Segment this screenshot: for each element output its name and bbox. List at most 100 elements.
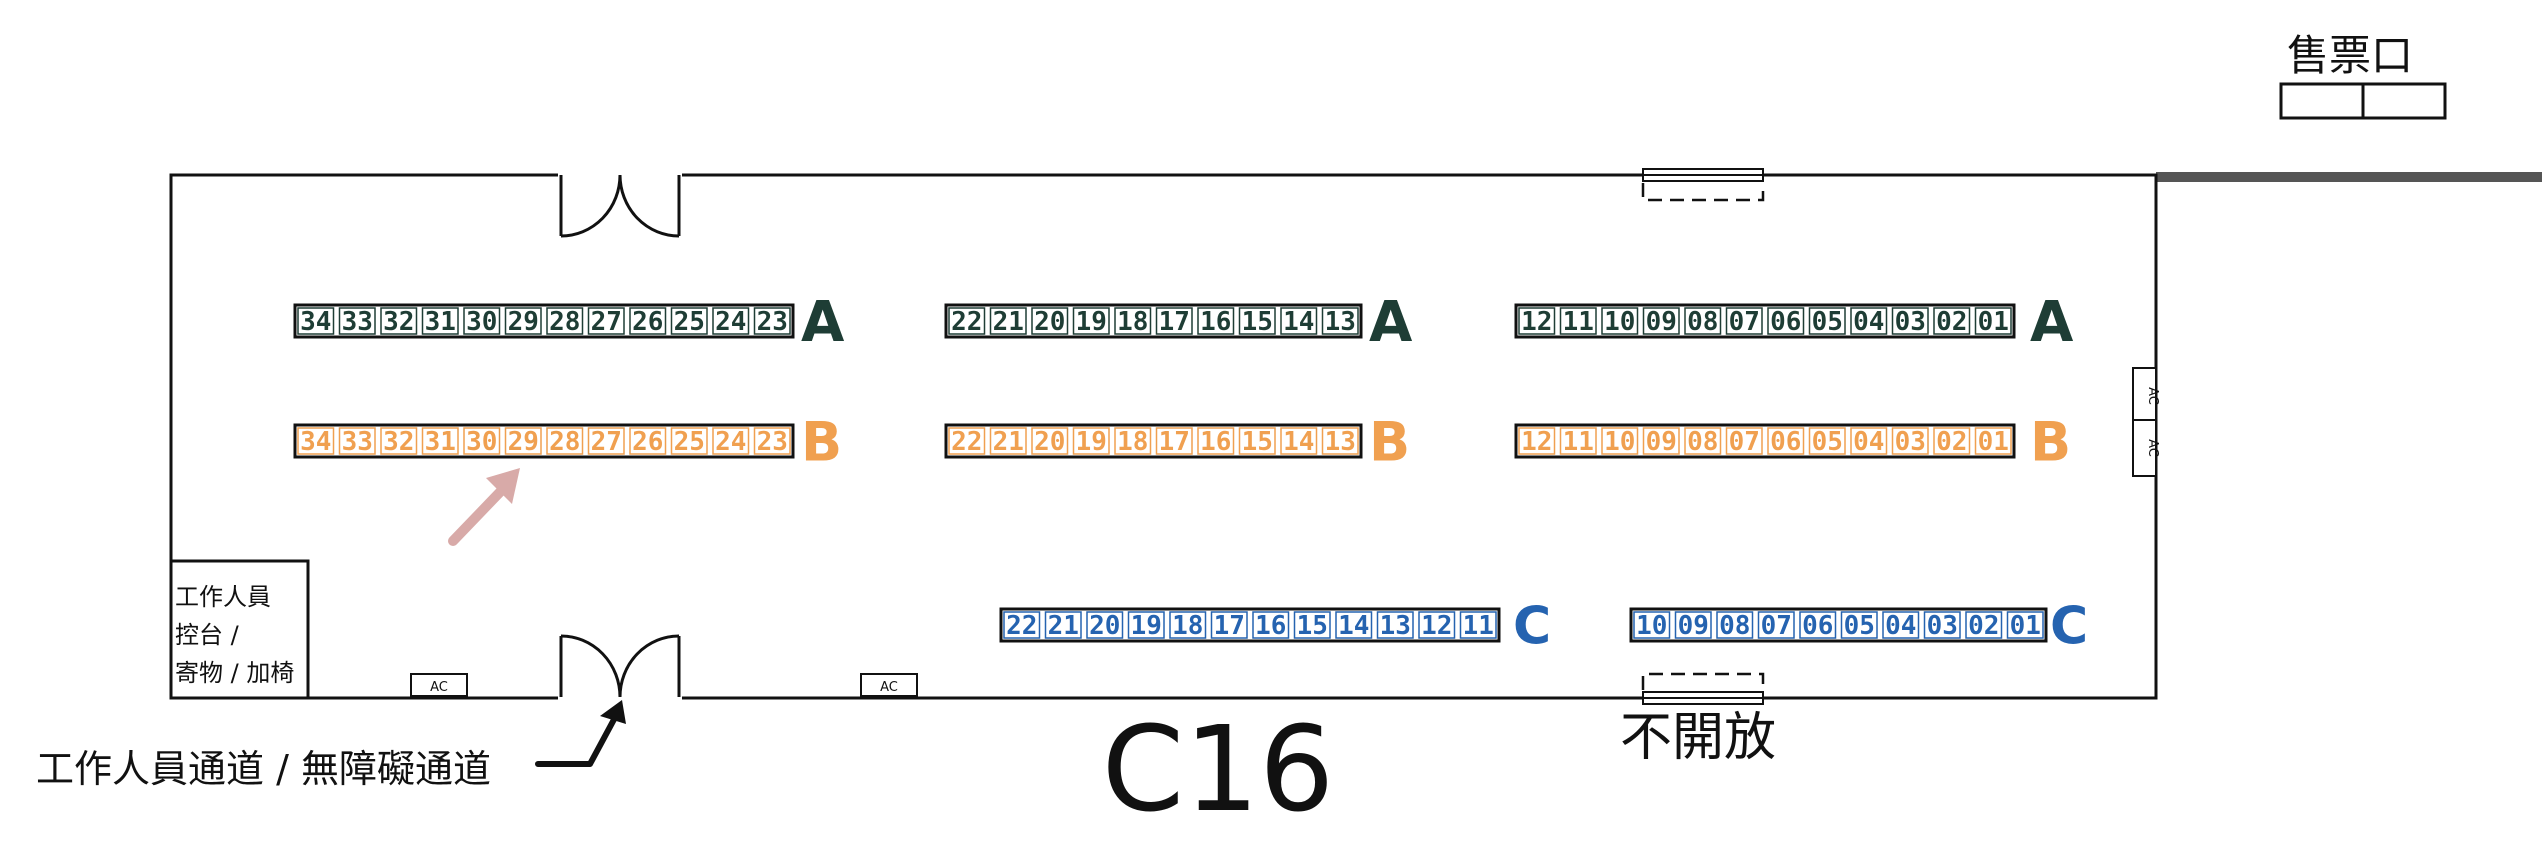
- seat-c-13[interactable]: [1376, 611, 1414, 639]
- seat-b-31[interactable]: [421, 427, 459, 455]
- seat-b-32[interactable]: [380, 427, 418, 455]
- seat-c-10[interactable]: [1633, 611, 1671, 639]
- seat-a-15[interactable]: [1238, 307, 1276, 335]
- seat-a-33[interactable]: [338, 307, 376, 335]
- seat-a-21[interactable]: [989, 307, 1027, 335]
- seat-b-01[interactable]: [1974, 427, 2012, 455]
- seat-c-06[interactable]: [1799, 611, 1837, 639]
- seat-a-19[interactable]: [1072, 307, 1110, 335]
- staff-passage-arrow-icon: [535, 700, 626, 767]
- seat-a-03[interactable]: [1891, 307, 1929, 335]
- seat-a-12[interactable]: [1518, 307, 1556, 335]
- seat-c-21[interactable]: [1044, 611, 1082, 639]
- seat-b-23[interactable]: [753, 427, 791, 455]
- seat-c-11[interactable]: [1459, 611, 1497, 639]
- seat-c-19[interactable]: [1127, 611, 1165, 639]
- seat-c-14[interactable]: [1335, 611, 1373, 639]
- seat-a-01[interactable]: [1974, 307, 2012, 335]
- seat-a-31[interactable]: [421, 307, 459, 335]
- seat-b-11[interactable]: [1559, 427, 1597, 455]
- seat-number: 10: [1636, 611, 1667, 641]
- staff-area-line-2: 控台 /: [175, 621, 240, 649]
- seat-c-20[interactable]: [1086, 611, 1124, 639]
- seat-a-02[interactable]: [1933, 307, 1971, 335]
- seat-b-16[interactable]: [1197, 427, 1235, 455]
- seat-b-18[interactable]: [1114, 427, 1152, 455]
- seat-c-03[interactable]: [1923, 611, 1961, 639]
- seat-b-30[interactable]: [463, 427, 501, 455]
- seat-a-16[interactable]: [1197, 307, 1235, 335]
- seat-b-22[interactable]: [948, 427, 986, 455]
- seat-c-12[interactable]: [1418, 611, 1456, 639]
- seat-b-15[interactable]: [1238, 427, 1276, 455]
- seat-number: 10: [1604, 427, 1635, 457]
- seat-a-25[interactable]: [670, 307, 708, 335]
- seat-a-20[interactable]: [1031, 307, 1069, 335]
- seat-a-17[interactable]: [1155, 307, 1193, 335]
- seat-c-01[interactable]: [2006, 611, 2044, 639]
- seat-b-20[interactable]: [1031, 427, 1069, 455]
- seat-b-03[interactable]: [1891, 427, 1929, 455]
- seat-a-05[interactable]: [1808, 307, 1846, 335]
- seat-b-05[interactable]: [1808, 427, 1846, 455]
- seat-c-15[interactable]: [1293, 611, 1331, 639]
- seat-b-29-highlighted[interactable]: [504, 427, 542, 455]
- seat-b-27[interactable]: [587, 427, 625, 455]
- seat-a-23[interactable]: [753, 307, 791, 335]
- seat-c-07[interactable]: [1757, 611, 1795, 639]
- seat-a-18[interactable]: [1114, 307, 1152, 335]
- seat-number: 04: [1853, 307, 1884, 337]
- seat-a-07[interactable]: [1725, 307, 1763, 335]
- seat-b-14[interactable]: [1280, 427, 1318, 455]
- seat-b-33[interactable]: [338, 427, 376, 455]
- seat-c-22[interactable]: [1003, 611, 1041, 639]
- seat-a-28[interactable]: [546, 307, 584, 335]
- seat-c-17[interactable]: [1210, 611, 1248, 639]
- seat-b-28[interactable]: [546, 427, 584, 455]
- seat-b-25[interactable]: [670, 427, 708, 455]
- seat-a-29[interactable]: [504, 307, 542, 335]
- seat-a-26[interactable]: [629, 307, 667, 335]
- seat-a-22[interactable]: [948, 307, 986, 335]
- seat-c-04[interactable]: [1882, 611, 1920, 639]
- seat-c-08[interactable]: [1716, 611, 1754, 639]
- seat-a-30[interactable]: [463, 307, 501, 335]
- seat-number: 18: [1117, 307, 1148, 337]
- seat-a-10[interactable]: [1601, 307, 1639, 335]
- seat-b-26[interactable]: [629, 427, 667, 455]
- svg-text:AC: AC: [2145, 387, 2160, 405]
- seat-a-11[interactable]: [1559, 307, 1597, 335]
- seat-b-08[interactable]: [1684, 427, 1722, 455]
- seat-c-16[interactable]: [1252, 611, 1290, 639]
- seat-b-17[interactable]: [1155, 427, 1193, 455]
- top-door[interactable]: [558, 173, 682, 238]
- seat-a-24[interactable]: [712, 307, 750, 335]
- seat-b-07[interactable]: [1725, 427, 1763, 455]
- seat-a-34[interactable]: [297, 307, 335, 335]
- seat-b-21[interactable]: [989, 427, 1027, 455]
- seat-a-14[interactable]: [1280, 307, 1318, 335]
- seat-b-10[interactable]: [1601, 427, 1639, 455]
- seat-c-05[interactable]: [1840, 611, 1878, 639]
- seat-a-06[interactable]: [1767, 307, 1805, 335]
- seat-b-06[interactable]: [1767, 427, 1805, 455]
- seat-c-09[interactable]: [1674, 611, 1712, 639]
- exterior-wall: [2156, 172, 2542, 182]
- seat-b-04[interactable]: [1850, 427, 1888, 455]
- seat-a-13[interactable]: [1321, 307, 1359, 335]
- seat-b-24[interactable]: [712, 427, 750, 455]
- seat-b-02[interactable]: [1933, 427, 1971, 455]
- seat-c-02[interactable]: [1965, 611, 2003, 639]
- seat-a-09[interactable]: [1642, 307, 1680, 335]
- seat-a-08[interactable]: [1684, 307, 1722, 335]
- seat-a-32[interactable]: [380, 307, 418, 335]
- seat-a-27[interactable]: [587, 307, 625, 335]
- seat-a-04[interactable]: [1850, 307, 1888, 335]
- seat-b-12[interactable]: [1518, 427, 1556, 455]
- seat-c-18[interactable]: [1169, 611, 1207, 639]
- seat-b-34[interactable]: [297, 427, 335, 455]
- bottom-door[interactable]: [558, 634, 682, 700]
- seat-b-09[interactable]: [1642, 427, 1680, 455]
- seat-b-13[interactable]: [1321, 427, 1359, 455]
- seat-b-19[interactable]: [1072, 427, 1110, 455]
